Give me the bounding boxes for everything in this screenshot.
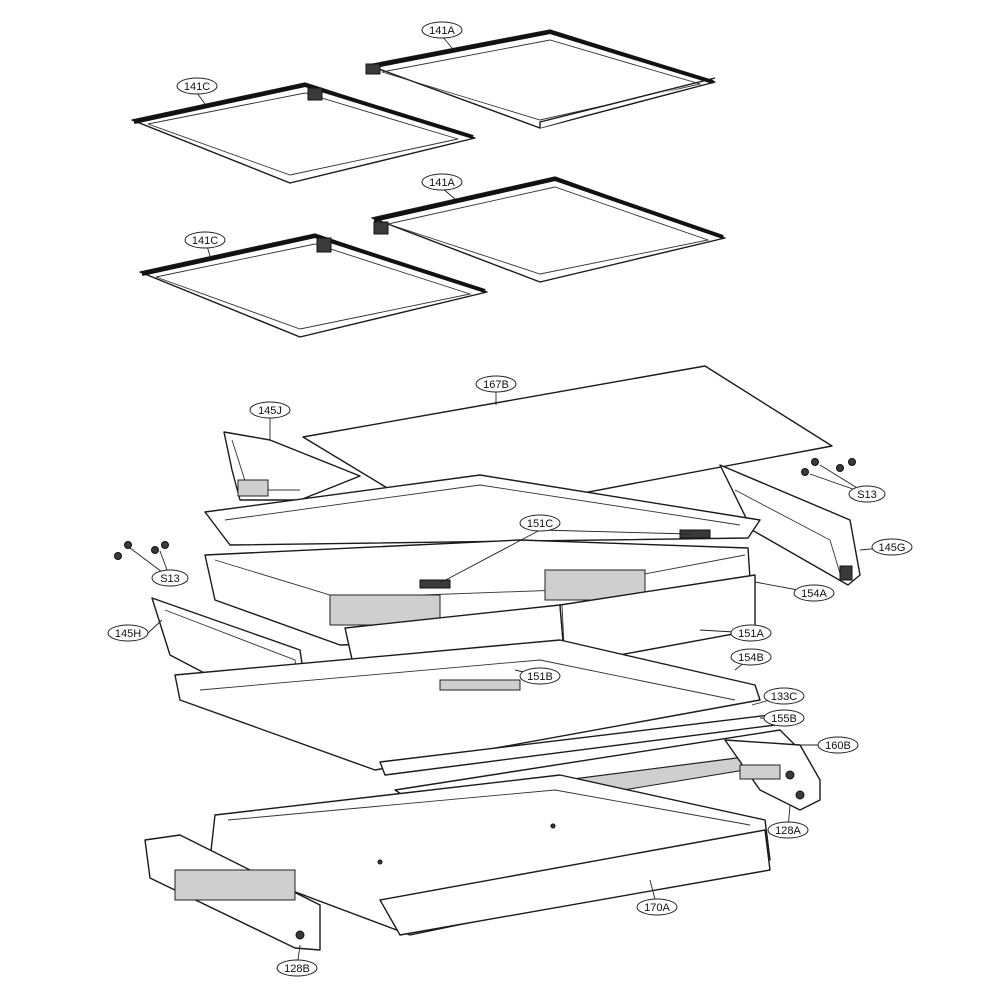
callout-160b-text: 160B (825, 740, 851, 752)
callout-170a-text: 170A (644, 902, 670, 914)
callout-141a-mid-text: 141A (429, 177, 455, 189)
callout-s13-left-text: S13 (160, 573, 180, 585)
callout-128a: 128A (767, 821, 809, 839)
callout-s13-right-text: S13 (857, 489, 877, 501)
callout-141c-mid-text: 141C (192, 235, 218, 247)
screws-s13-right (801, 458, 856, 476)
shelf-141c-top (131, 82, 476, 184)
callout-167b-text: 167B (483, 379, 509, 391)
callout-154b-text: 154B (738, 652, 764, 664)
callout-155b-text: 155B (771, 713, 797, 725)
callout-154b: 154B (730, 648, 772, 666)
callout-145g-text: 145G (879, 542, 906, 554)
callout-145h: 145H (107, 624, 149, 642)
screws-s13-left (114, 541, 169, 560)
callout-151c-text: 151C (527, 518, 553, 530)
callout-141c-top-text: 141C (184, 81, 210, 93)
callout-151b-text: 151B (527, 671, 553, 683)
callout-154a-text: 154A (801, 588, 827, 600)
callout-170a: 170A (636, 898, 678, 916)
callout-141a-mid: 141A (421, 173, 463, 191)
callout-145h-text: 145H (115, 628, 141, 640)
callout-154a: 154A (793, 584, 835, 602)
callout-151b: 151B (519, 667, 561, 685)
drawer-170a (209, 774, 771, 936)
bracket-128a (724, 739, 821, 811)
callout-160b: 160B (817, 736, 859, 754)
callout-s13-left: S13 (151, 569, 189, 587)
callout-128b-text: 128B (284, 963, 310, 975)
callout-151a: 151A (730, 624, 772, 642)
bracket-128b (144, 834, 321, 951)
callout-128a-text: 128A (775, 825, 801, 837)
callout-133c: 133C (763, 687, 805, 705)
shelf-141a-mid (371, 176, 726, 283)
callout-141a-top-text: 141A (429, 25, 455, 37)
callout-151a-text: 151A (738, 628, 764, 640)
shelf-141c-mid (139, 233, 488, 338)
callout-141c-top: 141C (176, 77, 218, 95)
callout-151c: 151C (519, 514, 561, 532)
rail-145j (223, 431, 361, 501)
cover-frame (204, 474, 761, 546)
base-panel-154b (174, 639, 761, 771)
callout-155b: 155B (763, 709, 805, 727)
callout-133c-text: 133C (771, 691, 797, 703)
callout-141a-top: 141A (421, 21, 463, 39)
callout-s13-right: S13 (848, 485, 886, 503)
callout-167b: 167B (475, 375, 517, 393)
callout-141c-mid: 141C (184, 231, 226, 249)
shelf-141a-top (365, 29, 716, 129)
callout-128b: 128B (276, 959, 318, 977)
callout-145j-text: 145J (258, 405, 282, 417)
callout-145g: 145G (871, 538, 913, 556)
callout-145j: 145J (249, 401, 291, 419)
